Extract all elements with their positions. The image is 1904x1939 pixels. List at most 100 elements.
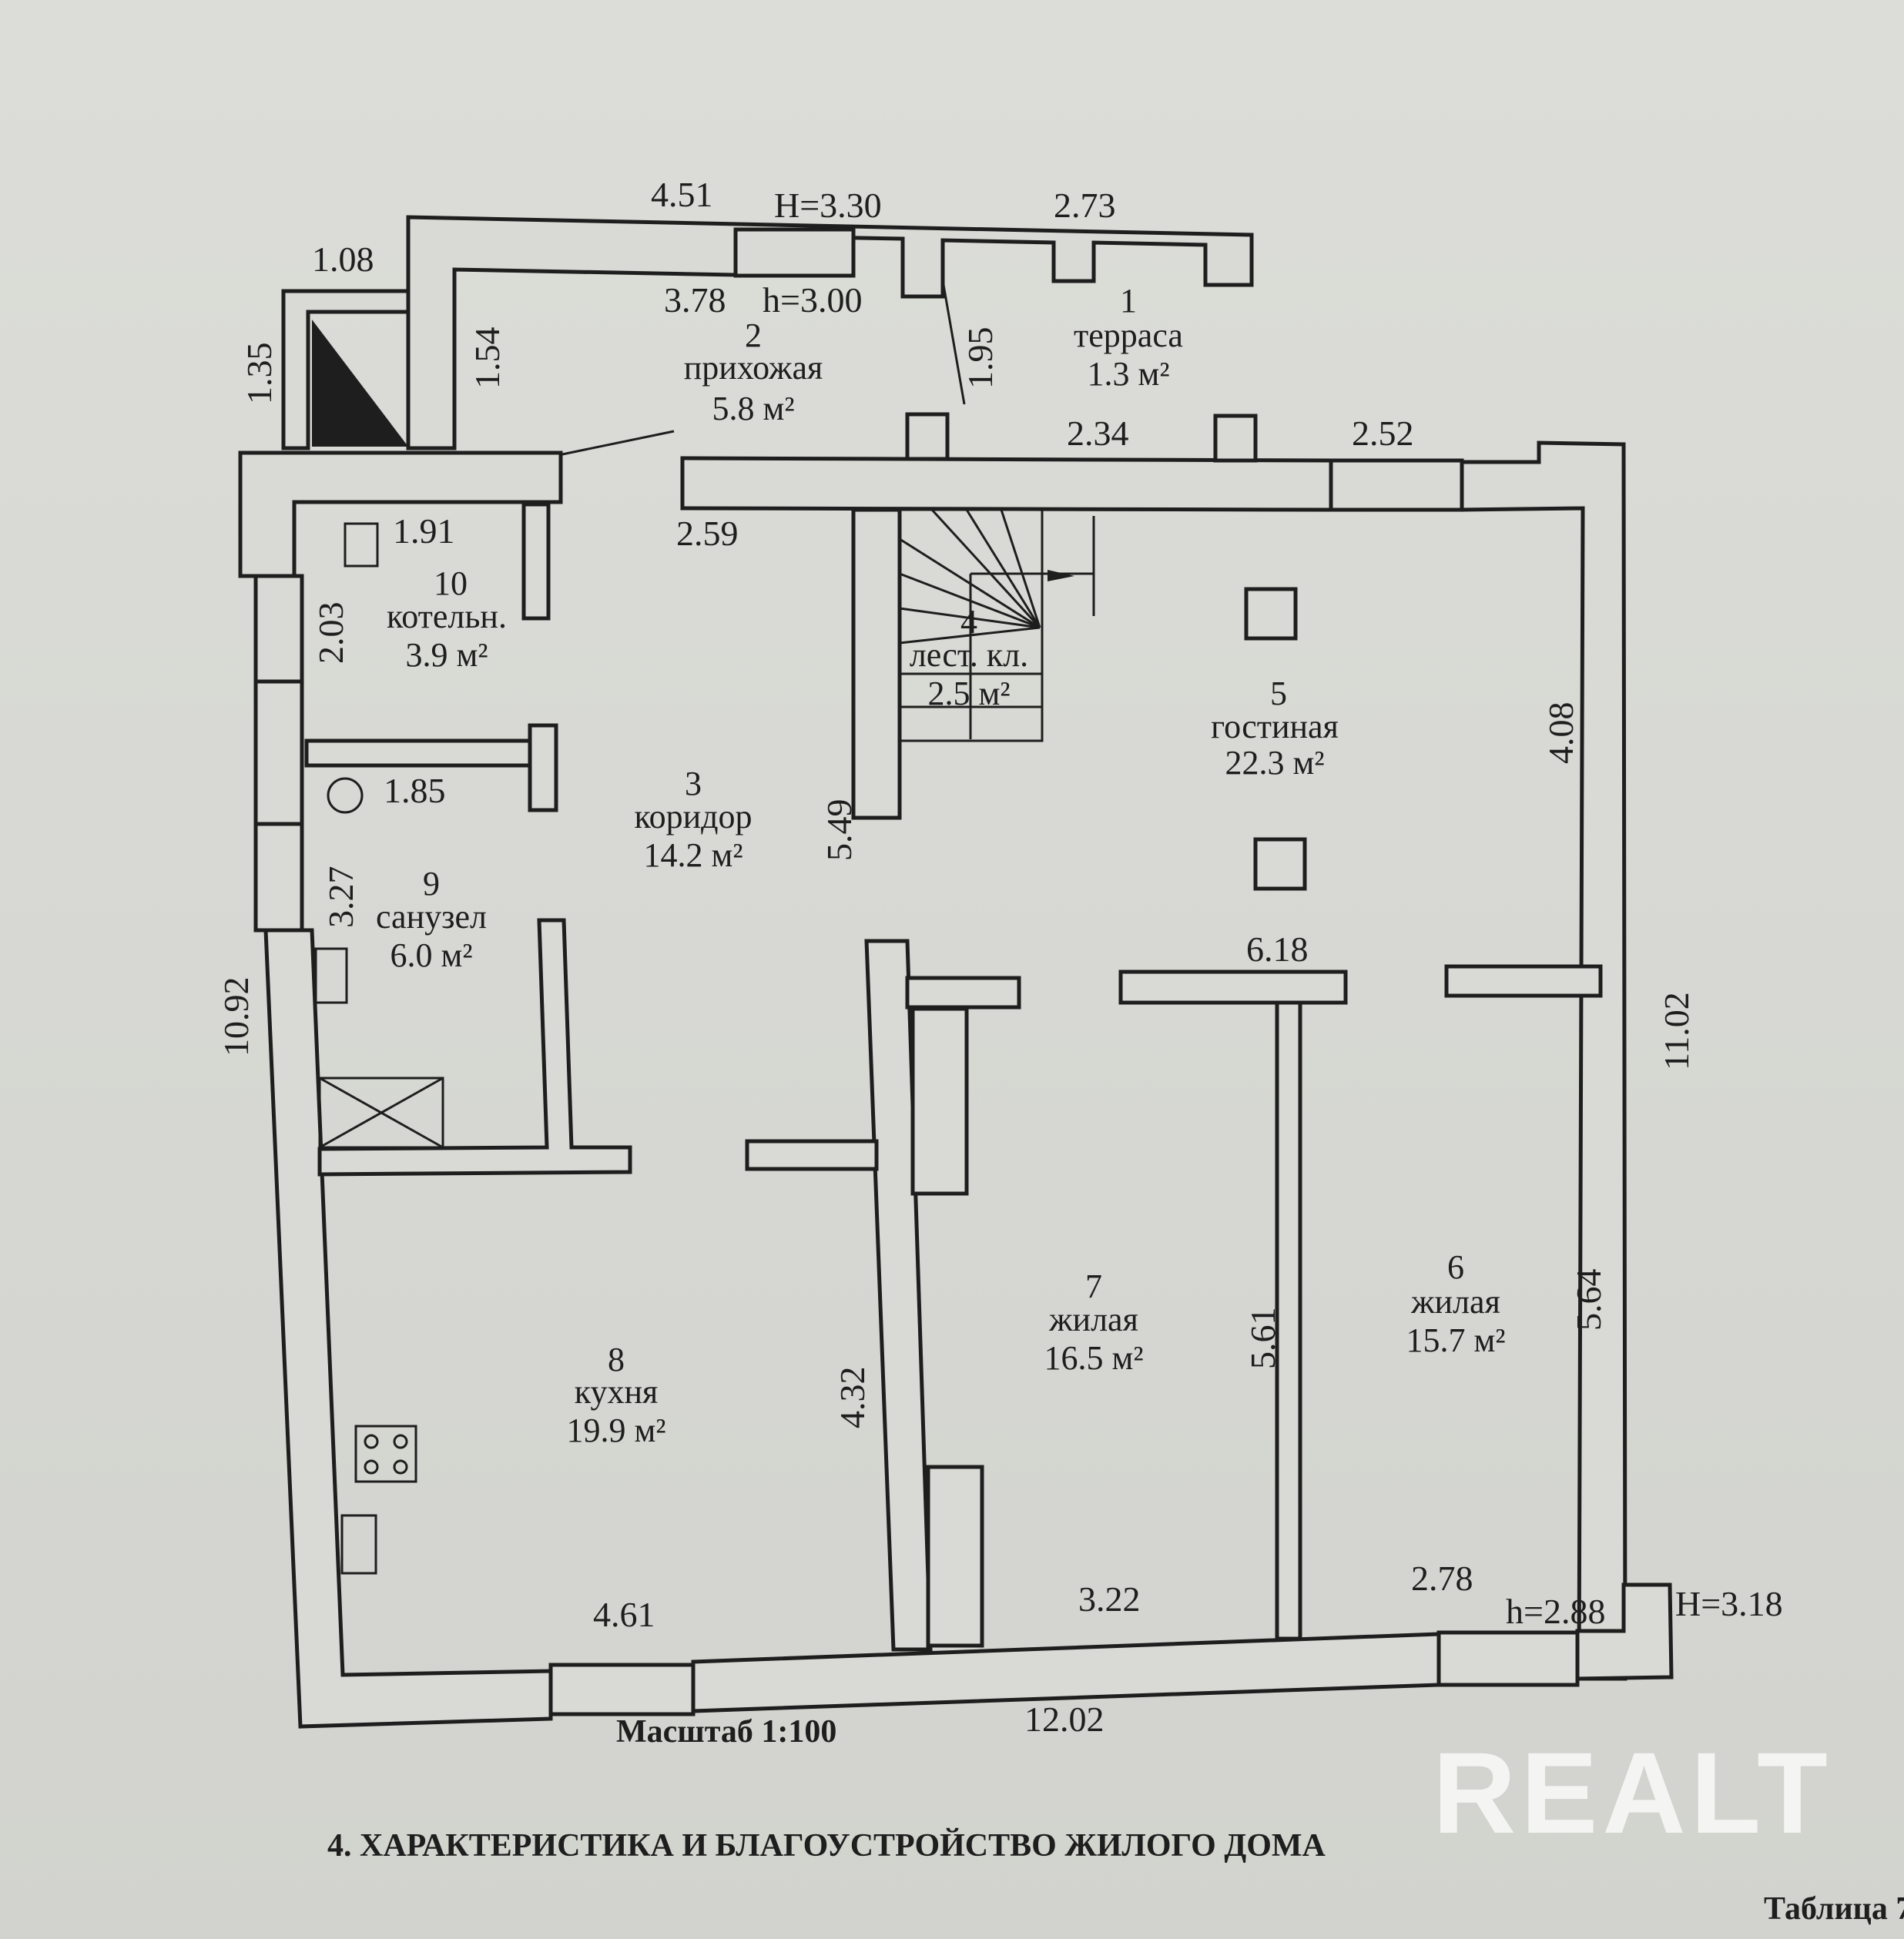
svg-text:15.7 м²: 15.7 м² [1406,1321,1505,1359]
svg-text:санузел: санузел [376,898,487,936]
column-1 [1244,587,1298,641]
scale-label: Масштаб 1:100 [616,1714,836,1750]
svg-text:1.95: 1.95 [960,327,1000,390]
room-label-bathroom: 9 санузел 6.0 м² [376,865,487,974]
svg-text:2.34: 2.34 [1067,414,1129,453]
svg-text:2: 2 [745,316,762,354]
room-label-hallway: 2 прихожая 5.8 м² [684,316,823,427]
table-label: Таблица 7 [1764,1891,1904,1927]
toilet-icon [327,777,364,814]
terrace-wall [406,215,1254,450]
partition-stub-4 [745,1139,879,1171]
svg-text:2.52: 2.52 [1352,414,1414,453]
boiler-icon [344,522,379,568]
chimney-wall [281,289,411,450]
dimension-labels: 4.51 H=3.30 2.73 1.08 3.78 h=3.00 2.34 2… [216,175,1783,1739]
svg-text:5.61: 5.61 [1243,1308,1282,1370]
svg-text:9: 9 [423,865,440,903]
svg-text:H=3.18: H=3.18 [1675,1584,1783,1623]
room-label-living: 5 гостиная 22.3 м² [1211,675,1339,782]
room-label-terrace: 1 терраса 1.3 м² [1074,282,1183,393]
vent-2 [1213,414,1258,463]
svg-text:коридор: коридор [634,798,752,836]
svg-text:10.92: 10.92 [216,977,256,1057]
right-outer-wall [1575,1582,1674,1681]
bath-fixture-bar [304,738,532,768]
svg-text:кухня: кухня [575,1373,659,1411]
svg-text:2.73: 2.73 [1054,186,1116,225]
svg-text:14.2 м²: 14.2 м² [643,836,742,874]
svg-text:22.3 м²: 22.3 м² [1225,744,1324,782]
svg-text:H=3.30: H=3.30 [774,186,882,225]
sink-icon-1 [314,947,348,1004]
svg-text:жилая: жилая [1410,1283,1500,1321]
svg-text:котельн.: котельн. [387,598,507,635]
upper-main-wall [680,456,1333,512]
svg-text:1.54: 1.54 [468,327,507,390]
svg-text:19.9 м²: 19.9 м² [566,1412,665,1449]
svg-text:6: 6 [1447,1248,1464,1286]
svg-text:3: 3 [685,765,702,802]
central-partition [864,939,933,1652]
svg-text:1.3 м²: 1.3 м² [1087,355,1169,393]
svg-text:2.5 м²: 2.5 м² [927,675,1010,712]
vent-1 [905,412,950,461]
svg-text:h=3.00: h=3.00 [763,280,862,320]
leader-line-1 [942,284,966,405]
boiler-partition [521,502,551,621]
svg-text:2.59: 2.59 [676,514,739,553]
svg-text:1.85: 1.85 [384,771,446,810]
svg-text:2.78: 2.78 [1411,1559,1473,1598]
svg-text:3.22: 3.22 [1078,1579,1141,1619]
room-label-boiler: 10 котельн. 3.9 м² [387,564,507,674]
staircase [898,508,1095,742]
svg-text:7: 7 [1085,1268,1102,1305]
partition-stub-3 [1444,964,1603,998]
svg-text:терраса: терраса [1074,316,1183,354]
svg-text:4.32: 4.32 [833,1367,872,1429]
svg-text:1.91: 1.91 [393,511,455,551]
svg-text:прихожая: прихожая [684,349,823,387]
svg-text:4.08: 4.08 [1541,702,1581,765]
watermark-logo: REALT [1433,1728,1832,1857]
svg-text:16.5 м²: 16.5 м² [1044,1339,1143,1377]
svg-text:5: 5 [1270,675,1287,712]
room-label-kitchen: 8 кухня 19.9 м² [566,1341,665,1449]
svg-text:5.64: 5.64 [1569,1269,1608,1331]
wardrobe-1 [910,1006,969,1196]
svg-text:4: 4 [960,603,977,641]
stove-icon [354,1425,417,1483]
sink-icon-2 [340,1514,377,1575]
svg-text:2.03: 2.03 [311,602,350,665]
partition-stub-1 [905,976,1021,1010]
upper-right-wall [1460,440,1627,1681]
bottom-window-1 [548,1663,696,1716]
svg-text:лест. кл.: лест. кл. [910,636,1028,674]
column-2 [1253,837,1307,891]
left-lower-wall [263,928,553,1729]
left-pier [253,679,304,826]
leader-line-2 [561,430,675,456]
upper-left-wall [238,450,563,578]
svg-text:6.0 м²: 6.0 м² [390,936,472,974]
svg-text:10: 10 [434,564,468,602]
bathroom-partition [317,918,632,1177]
room-label-bedroom-6: 6 жилая 15.7 м² [1406,1248,1505,1359]
svg-text:5.8 м²: 5.8 м² [712,390,794,427]
svg-text:5.49: 5.49 [820,799,859,862]
svg-text:1: 1 [1120,282,1137,320]
svg-text:гостиная: гостиная [1211,708,1339,745]
svg-text:1.35: 1.35 [240,343,279,405]
shower-icon [318,1077,444,1149]
stair-wall [851,507,902,820]
room-label-corridor: 3 коридор 14.2 м² [634,765,752,874]
bath-fixture-end [528,723,558,812]
section-heading: 4. ХАРАКТЕРИСТИКА И БЛАГОУСТРОЙСТВО ЖИЛО… [327,1828,1326,1864]
wardrobe-2 [926,1465,984,1648]
svg-text:1.08: 1.08 [312,239,374,279]
partition-stub-2 [1118,970,1348,1005]
svg-text:3.78: 3.78 [664,280,726,320]
svg-text:4.61: 4.61 [593,1595,655,1634]
upper-window [1329,458,1464,512]
